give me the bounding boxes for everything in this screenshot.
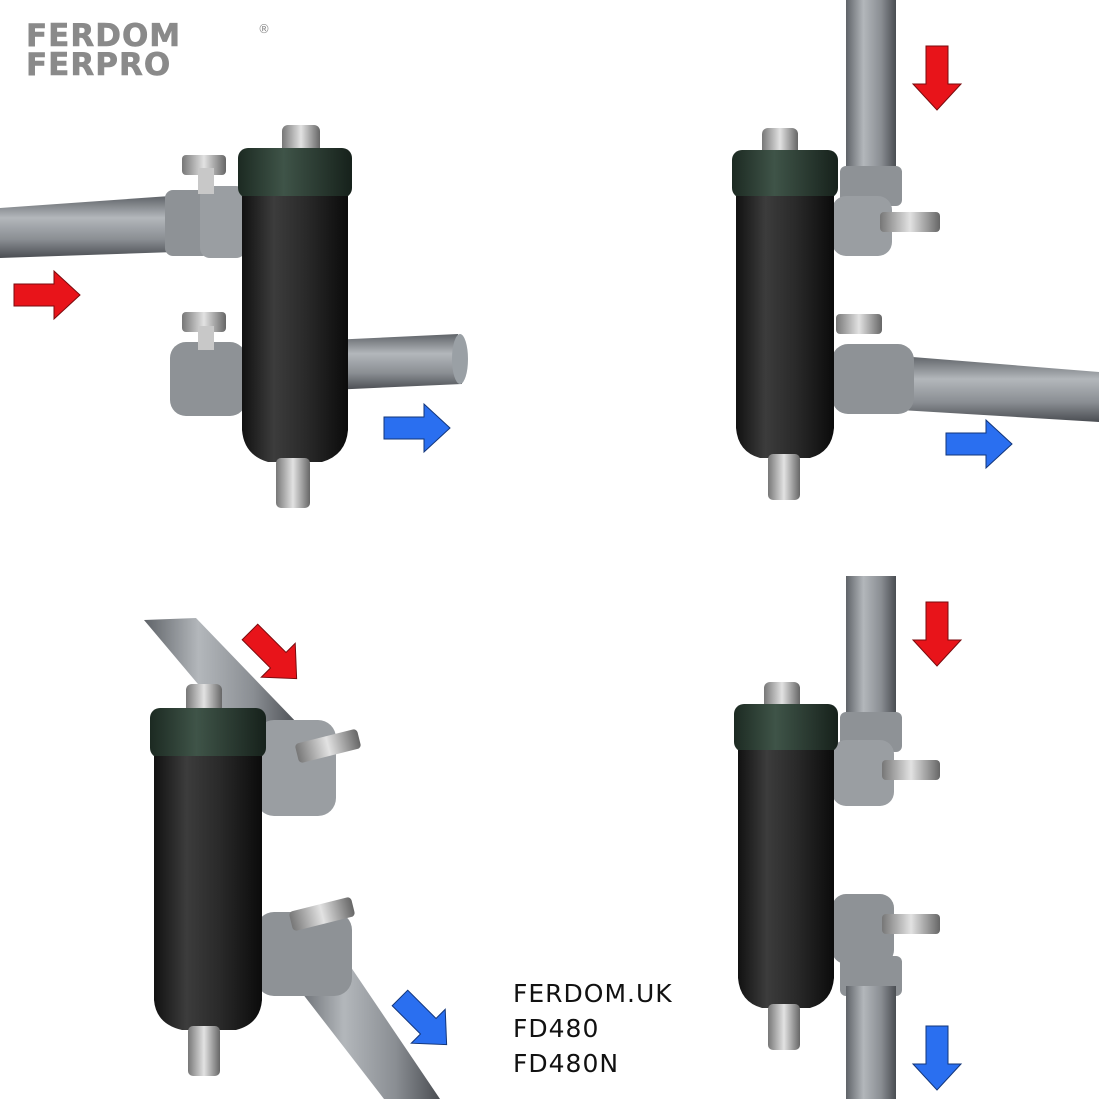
outlet-valve-stem [198,326,214,350]
inlet-valve [200,186,246,258]
inlet-pipe [0,196,175,258]
inlet-arrow-down [911,45,963,111]
outlet-arrow-down-right [391,989,448,1046]
inlet-arrow-right [13,269,81,321]
panel-vertical-inlet-install [732,0,1099,500]
filter-cap [732,150,838,198]
filter-body [738,750,834,1008]
outlet-valve [832,344,914,414]
filter-drain-valve [768,454,800,500]
model-label-fd480: FD480 [513,1014,600,1043]
inlet-coupling [165,190,210,256]
brand-line-1: FERDOM [26,18,182,54]
inlet-valve [832,196,892,256]
filter-body [154,756,262,1030]
filter-cap [150,708,266,758]
inlet-valve-stem [198,168,214,194]
filter-cap [734,704,838,752]
model-label-fd480n: FD480N [513,1049,620,1078]
outlet-valve-handle [182,312,226,332]
brand-line-2: FERPRO [26,47,172,84]
panel-horizontal-install [0,125,468,508]
outlet-arrow-down [911,1025,963,1091]
inlet-pipe [846,0,896,176]
filter-body [736,196,834,458]
inlet-arrow-down [911,601,963,667]
website-label: FERDOM.UK [513,979,673,1008]
outlet-pipe [330,334,462,390]
filter-top-valve [282,125,320,155]
panel-vertical-install [734,576,963,1099]
inlet-valve-handle [882,760,940,780]
inlet-valve-handle [295,729,361,763]
filter-body [242,196,348,462]
brand-logo: FERDOM FERPRO ® [26,18,270,84]
outlet-pipe-end [452,334,468,384]
inlet-arrow-down-right [241,623,298,680]
inlet-valve-handle [880,212,940,232]
outlet-valve-handle [882,914,940,934]
outlet-arrow-right [383,402,451,454]
outlet-pipe [846,986,896,1099]
inlet-valve [256,720,336,816]
outlet-valve-handle [289,897,355,931]
inlet-valve [832,740,894,806]
panel-angled-install [144,618,448,1099]
filter-drain-valve [276,458,310,508]
registered-mark: ® [258,22,270,36]
outlet-valve [832,894,894,964]
outlet-pipe [900,356,1099,422]
filter-cap [238,148,352,198]
model-labels: FERDOM.UK FD480 FD480N [513,976,673,1081]
filter-drain-valve [188,1026,220,1076]
inlet-valve-handle [182,155,226,175]
inlet-pipe [846,576,896,722]
outlet-valve-handle [836,314,882,334]
filter-drain-valve [768,1004,800,1050]
outlet-valve [170,342,246,416]
outlet-valve [256,912,352,996]
outlet-arrow-right [945,418,1013,470]
